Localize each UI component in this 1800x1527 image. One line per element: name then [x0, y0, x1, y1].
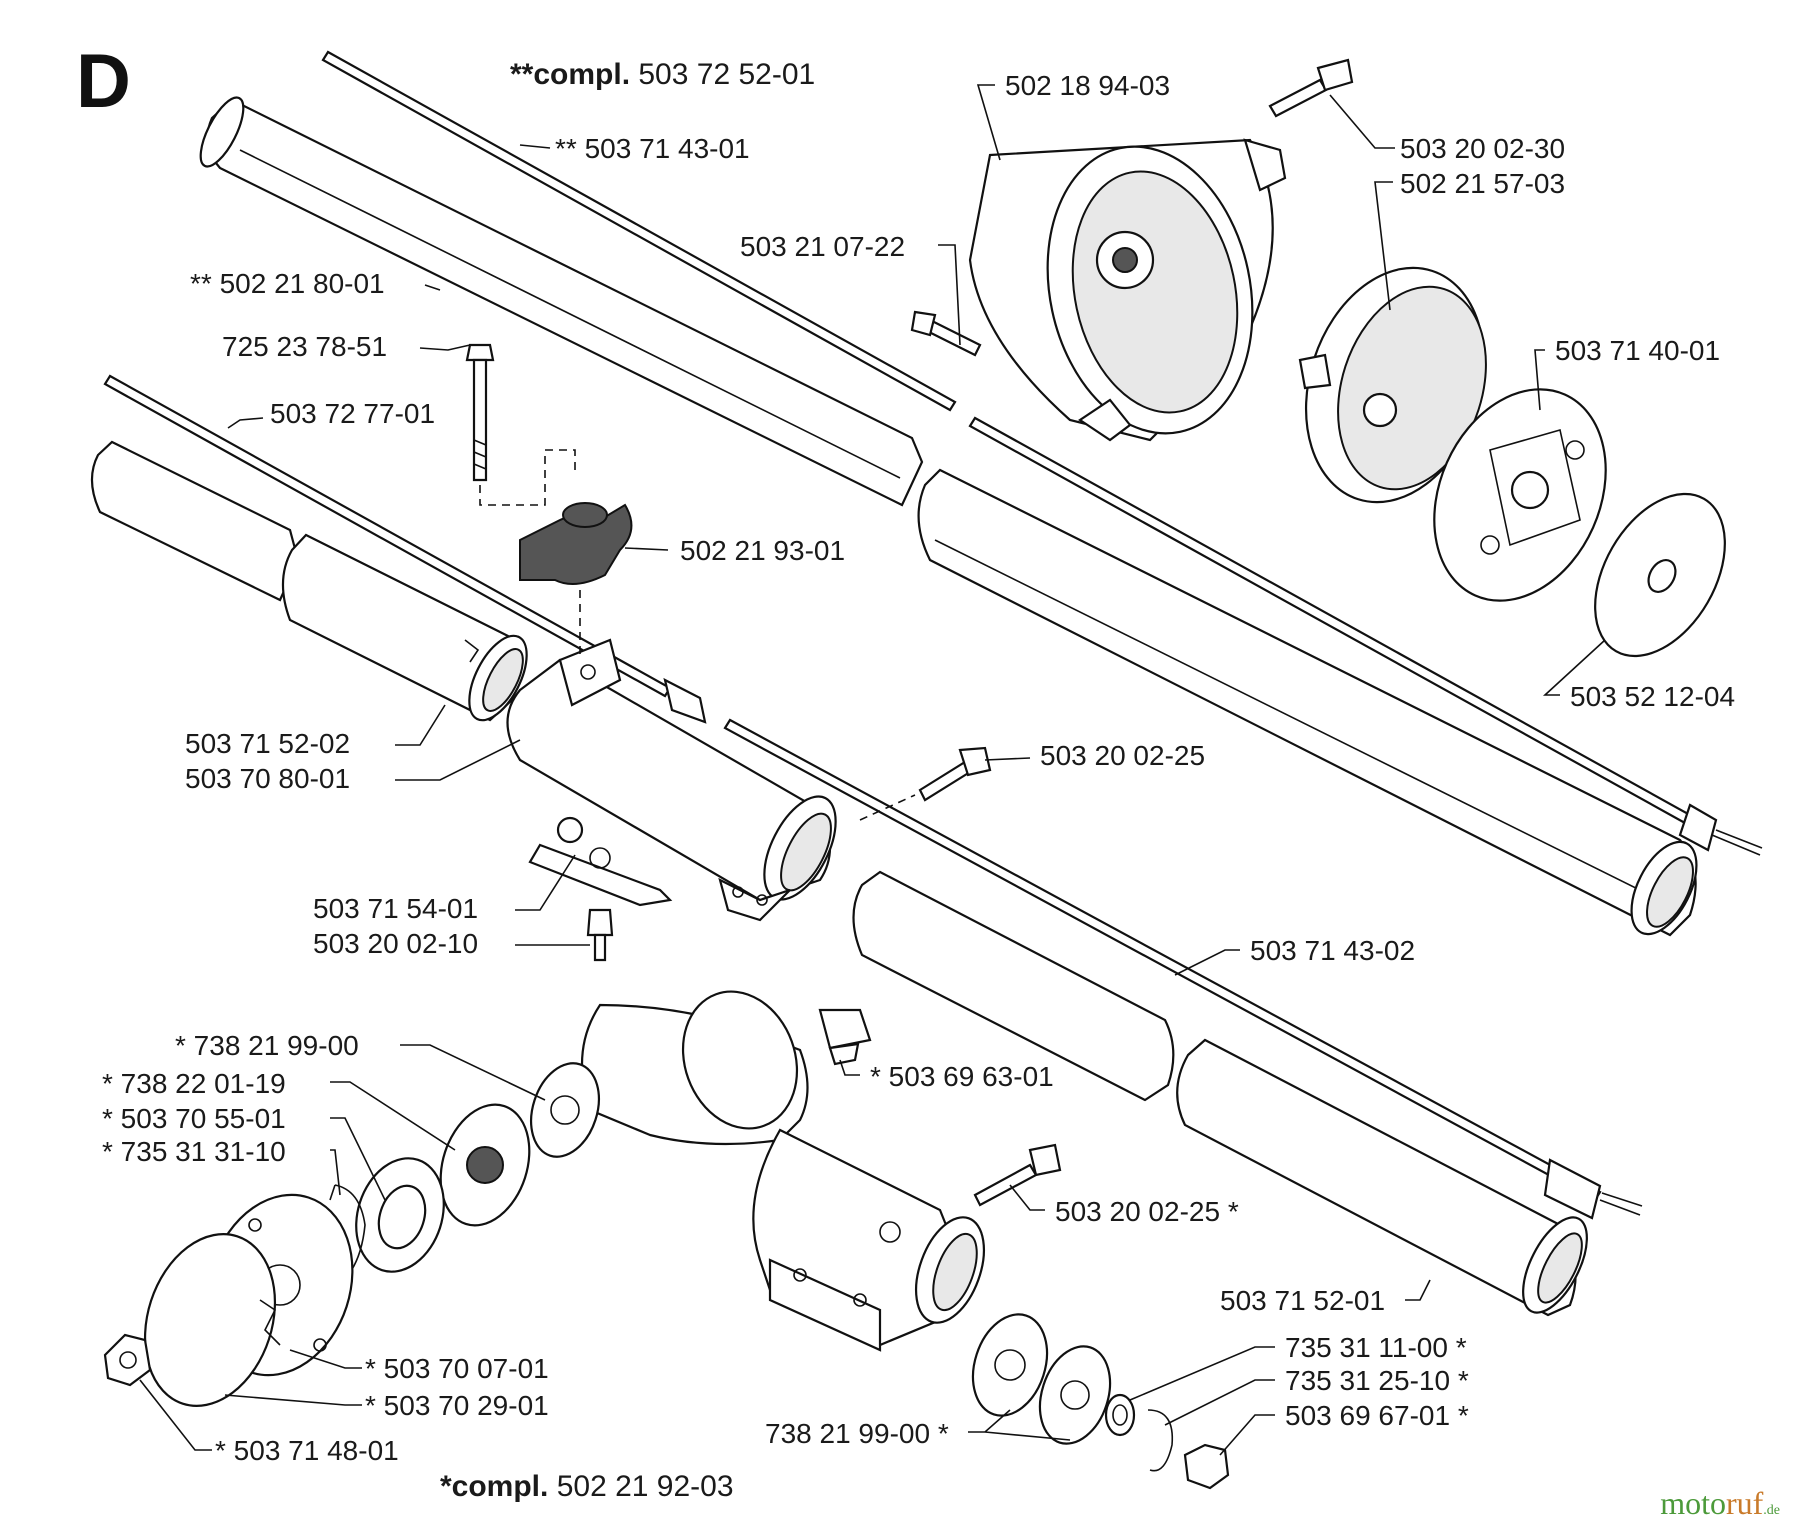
screw-503-21-07-22	[910, 310, 982, 357]
label-503-52-12-04: 503 52 12-04	[1570, 681, 1736, 712]
screw-503-20-02-25-upper	[859, 746, 992, 821]
label-503-71-40-01: 503 71 40-01	[1555, 335, 1721, 366]
coupling-housing	[506, 638, 837, 922]
bearing-738-21-99-00-right-2	[1038, 1345, 1112, 1445]
label-503-70-80-01: 503 70 80-01	[185, 763, 351, 794]
watermark-part2: ruf	[1725, 1485, 1764, 1521]
label-502-18-94-03: 502 18 94-03	[1005, 70, 1171, 101]
clutch-assembly	[1433, 388, 1607, 602]
upper-drive-shaft	[321, 50, 1763, 856]
watermark-part3: .de	[1763, 1503, 1780, 1518]
plug-503-69-63-01	[818, 1008, 872, 1066]
upper-tube-segment-2	[917, 468, 1698, 937]
label-503-69-67-01: 503 69 67-01 *	[1285, 1400, 1469, 1431]
label-503-20-02-30: 503 20 02-30	[1400, 133, 1566, 164]
gear-head	[580, 990, 985, 1352]
watermark-part1: moto	[1660, 1485, 1726, 1521]
flange-503-70-29-01	[143, 1233, 281, 1407]
label-725-23-78-51: 725 23 78-51	[222, 331, 388, 362]
compl-bottom-label: *compl. 502 21 92-03	[440, 1472, 734, 1502]
label-503-20-02-25-upper: 503 20 02-25	[1040, 740, 1206, 771]
leader-lines	[139, 84, 1606, 1456]
wing-knob	[519, 502, 633, 660]
label-503-20-02-25-lower: 503 20 02-25 *	[1055, 1196, 1239, 1227]
label-503-71-52-01: 503 71 52-01	[1220, 1285, 1386, 1316]
lower-left-tube	[90, 440, 528, 722]
label-503-71-52-02: 503 71 52-02	[185, 728, 351, 759]
label-735-31-31-10: * 735 31 31-10	[102, 1136, 286, 1167]
clamp-plate	[528, 816, 673, 907]
watermark-logo: motoruf.de	[1660, 1487, 1780, 1519]
circlip-735-31-25-10	[1147, 1409, 1174, 1472]
compl-top-number: 503 72 52-01	[638, 58, 816, 91]
screw-503-20-02-30	[1268, 58, 1354, 118]
label-735-31-25-10: 735 31 25-10 *	[1285, 1365, 1469, 1396]
label-503-70-07-01: * 503 70 07-01	[365, 1353, 549, 1384]
label-503-69-63-01: * 503 69 63-01	[870, 1061, 1054, 1092]
compl-top-label: **compl. 503 72 52-01	[510, 60, 815, 90]
bell-housing	[968, 138, 1287, 442]
lower-main-tube-segment-2	[1176, 1038, 1588, 1317]
label-502-21-80-01: ** 502 21 80-01	[190, 268, 385, 299]
compl-top-prefix: **compl.	[510, 58, 631, 91]
bearing-738-21-99-00-left	[530, 1062, 600, 1158]
washer-735-31-11-00	[1104, 1393, 1136, 1437]
label-735-31-11-00: 735 31 11-00 *	[1285, 1332, 1467, 1363]
compl-bottom-prefix: *compl.	[440, 1470, 549, 1503]
label-738-22-01-19: * 738 22 01-19	[102, 1068, 286, 1099]
label-738-21-99-00-left: * 738 21 99-00	[175, 1030, 359, 1061]
label-503-21-07-22: 503 21 07-22	[740, 231, 906, 262]
screw-503-20-02-10	[586, 908, 614, 962]
nut-503-71-48-01	[103, 1333, 152, 1387]
bearing-738-22-01-19	[439, 1103, 531, 1227]
label-502-21-57-03: 502 21 57-03	[1400, 168, 1566, 199]
washer-503-52-12-04	[1594, 492, 1726, 658]
clutch-drum	[1298, 266, 1487, 504]
lower-drive-shaft	[103, 374, 1643, 1220]
screw-503-20-02-25-lower	[973, 1143, 1062, 1207]
label-503-70-29-01: * 503 70 29-01	[365, 1390, 549, 1421]
label-503-71-43-02: 503 71 43-02	[1250, 935, 1416, 966]
section-letter: D	[76, 39, 131, 124]
label-503-20-02-10: 503 20 02-10	[313, 928, 479, 959]
label-503-71-48-01: * 503 71 48-01	[215, 1435, 399, 1466]
nut-503-69-67-01	[1183, 1443, 1230, 1490]
label-503-72-77-01: 503 72 77-01	[270, 398, 436, 429]
bearing-738-21-99-00-right-1	[971, 1313, 1049, 1417]
compl-bottom-number: 502 21 92-03	[556, 1470, 734, 1503]
label-502-21-93-01: 502 21 93-01	[680, 535, 846, 566]
label-503-71-54-01: 503 71 54-01	[313, 893, 479, 924]
label-503-70-55-01: * 503 70 55-01	[102, 1103, 286, 1134]
lower-main-tube-segment-1	[852, 870, 1175, 1102]
label-503-71-43-01: ** 503 71 43-01	[555, 133, 750, 164]
upper-tube-segment-1	[199, 96, 924, 507]
bolt-725-23-78-51	[465, 343, 576, 506]
label-738-21-99-00-right: 738 21 99-00 *	[765, 1418, 949, 1449]
